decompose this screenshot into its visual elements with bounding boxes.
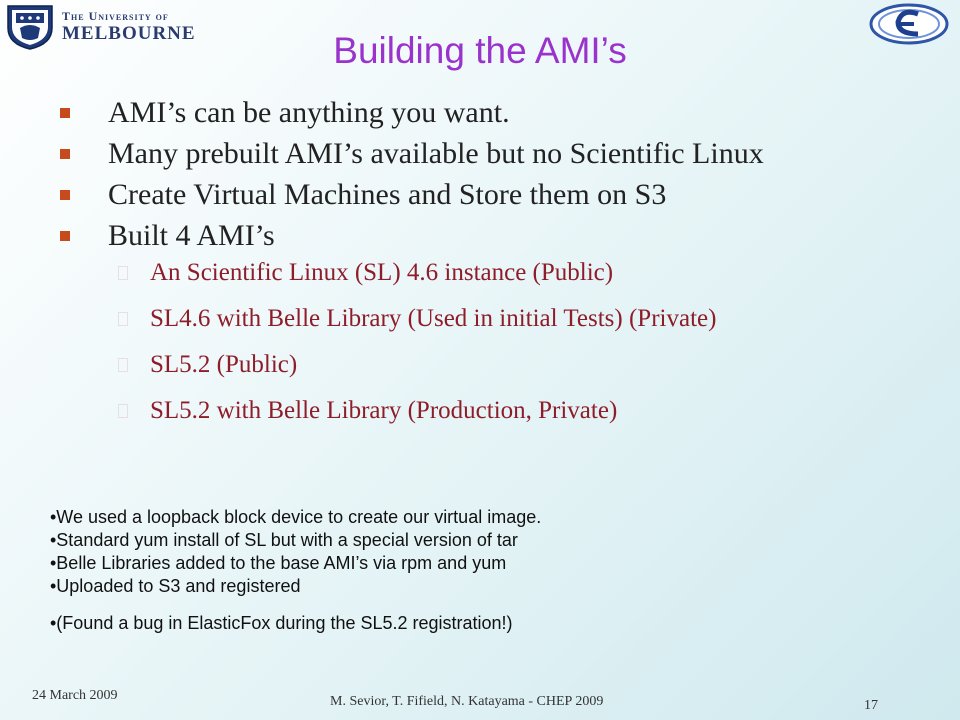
bullet-text: Many prebuilt AMI’s available but no Sci… — [108, 137, 764, 170]
bullet-item: AMI’s can be anything you want. — [58, 94, 938, 131]
footer-authors: M. Sevior, T. Fifield, N. Katayama - CHE… — [330, 694, 604, 709]
bullet-item: Built 4 AMI’s — [58, 217, 938, 254]
footer-date: 24 March 2009 — [32, 688, 118, 703]
sub-bullet-text: An Scientific Linux (SL) 4.6 instance (P… — [150, 259, 614, 286]
sub-bullet-marker-icon — [118, 266, 128, 280]
logo-line-1: The University of — [62, 8, 169, 23]
page-number: 17 — [864, 698, 878, 713]
conference-logo-icon — [869, 3, 949, 45]
sub-bullet-list: An Scientific Linux (SL) 4.6 instance (P… — [58, 258, 938, 426]
main-bullet-list: AMI’s can be anything you want. Many pre… — [58, 94, 938, 442]
sub-bullet-marker-icon — [118, 404, 128, 418]
sub-bullet-marker-icon — [118, 358, 128, 372]
sub-bullet-marker-icon — [118, 312, 128, 326]
bullet-marker-icon — [60, 149, 70, 159]
bullet-item: Many prebuilt AMI’s available but no Sci… — [58, 135, 938, 172]
sub-bullet-text: SL4.6 with Belle Library (Used in initia… — [150, 305, 717, 332]
notes-box: •We used a loopback block device to crea… — [50, 506, 750, 635]
note-extra-line: •(Found a bug in ElasticFox during the S… — [50, 613, 513, 633]
bullet-text: Built 4 AMI’s — [108, 219, 275, 252]
bullet-marker-icon — [60, 108, 70, 118]
logo-line-2: MELBOURNE — [62, 22, 196, 44]
note-line: •Belle Libraries added to the base AMI’s… — [50, 553, 507, 573]
university-logo: The University of MELBOURNE — [4, 2, 204, 50]
sub-bullet-text: SL5.2 (Public) — [150, 351, 298, 378]
sub-bullet-item: An Scientific Linux (SL) 4.6 instance (P… — [58, 258, 938, 288]
sub-bullet-text: SL5.2 with Belle Library (Production, Pr… — [150, 397, 618, 424]
bullet-text: AMI’s can be anything you want. — [108, 96, 510, 129]
bullet-text: Create Virtual Machines and Store them o… — [108, 178, 667, 211]
bullet-marker-icon — [60, 190, 70, 200]
bullet-item: Create Virtual Machines and Store them o… — [58, 176, 938, 213]
bullet-marker-icon — [60, 231, 70, 241]
note-line: •Uploaded to S3 and registered — [50, 576, 301, 596]
university-crest-icon — [7, 5, 53, 50]
slide-title: Building the AMI’s — [333, 30, 627, 71]
note-line: •Standard yum install of SL but with a s… — [50, 530, 518, 550]
sub-bullet-item: SL5.2 (Public) — [58, 350, 938, 380]
note-line: •We used a loopback block device to crea… — [50, 507, 542, 527]
sub-bullet-item: SL5.2 with Belle Library (Production, Pr… — [58, 396, 938, 426]
sub-bullet-item: SL4.6 with Belle Library (Used in initia… — [58, 304, 938, 334]
